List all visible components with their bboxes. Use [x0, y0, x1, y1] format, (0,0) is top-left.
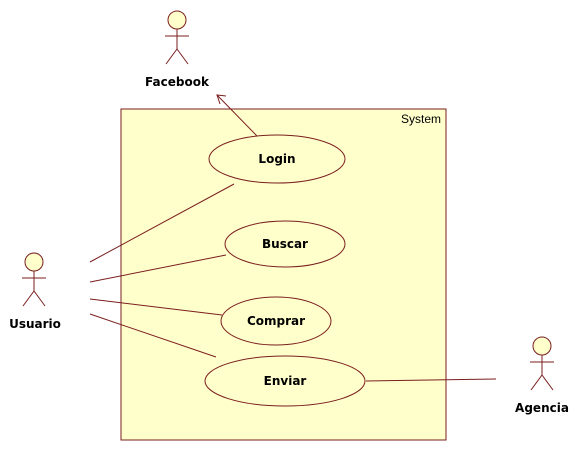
assoc-usuario-login	[89, 183, 235, 263]
actor-facebook: Facebook	[145, 10, 210, 89]
assoc-login-facebook	[216, 94, 258, 137]
system-label: System	[401, 112, 441, 126]
usecase-enviar: Enviar	[204, 355, 366, 407]
assoc-usuario-buscar	[89, 254, 227, 283]
assoc-usuario-enviar	[89, 313, 217, 358]
stick-figure-icon	[530, 336, 554, 391]
actor-agencia-label: Agencia	[515, 401, 569, 415]
assoc-usuario-comprar	[89, 298, 223, 316]
usecase-buscar-label: Buscar	[262, 237, 308, 251]
usecase-comprar-label: Comprar	[247, 314, 305, 328]
usecase-comprar: Comprar	[220, 296, 332, 346]
stick-figure-icon	[22, 252, 46, 307]
actor-agencia: Agencia	[515, 336, 569, 415]
assoc-enviar-agencia	[365, 378, 497, 382]
stick-figure-icon	[165, 10, 189, 65]
usecase-login-label: Login	[258, 152, 295, 166]
usecase-login: Login	[208, 134, 346, 184]
usecase-enviar-label: Enviar	[264, 374, 307, 388]
usecase-buscar: Buscar	[224, 220, 346, 268]
arrowhead-facebook	[216, 94, 227, 105]
actor-facebook-label: Facebook	[145, 75, 210, 89]
actor-usuario: Usuario	[9, 252, 61, 331]
actor-usuario-label: Usuario	[9, 317, 61, 331]
